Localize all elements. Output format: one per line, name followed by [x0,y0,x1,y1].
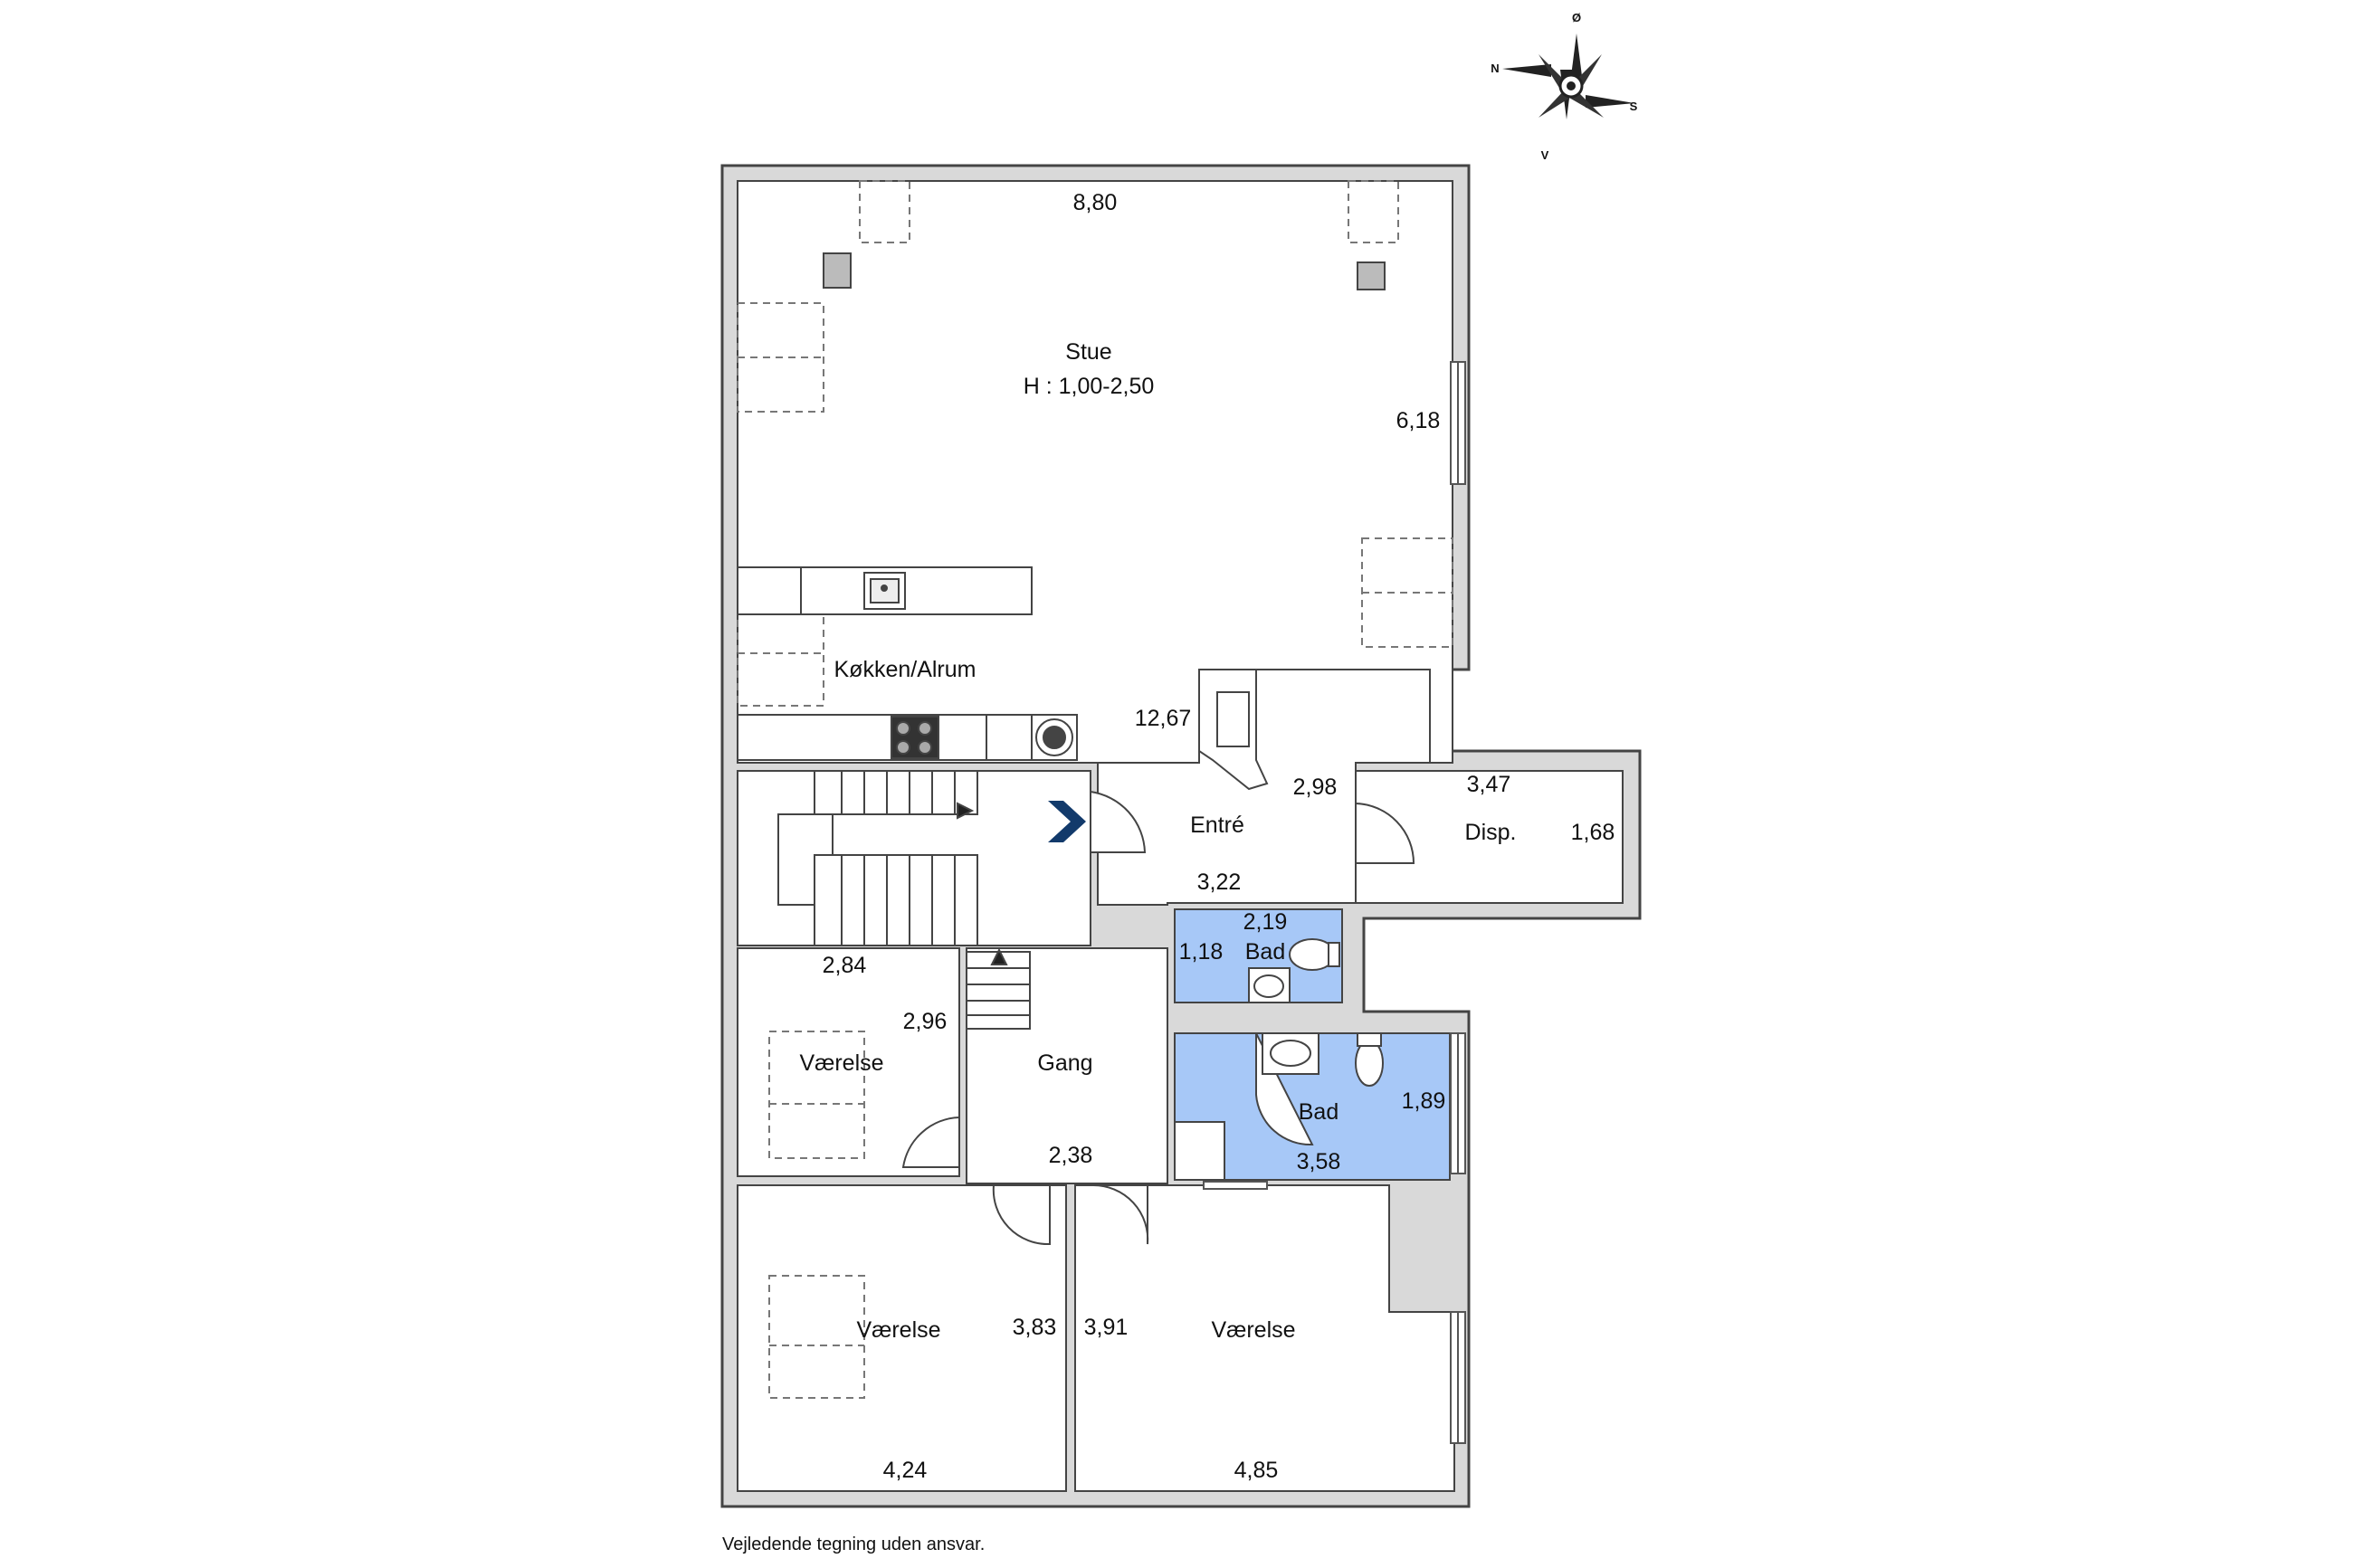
room-name-vaerelse-bottom-left: Værelse [856,1317,940,1343]
disclaimer: Vejledende tegning uden ansvar. [722,1535,985,1554]
room-name-stue: Stue [1065,339,1111,365]
dim-bad-large-depth: 1,89 [1402,1088,1446,1114]
chimney [823,252,852,289]
dim-gang-length: 2,38 [1049,1143,1093,1168]
compass-rose: Ø N S V [1491,11,1637,162]
dim-vaerelse-bl-width: 4,24 [883,1458,928,1483]
dim-disp-width: 3,47 [1467,772,1511,797]
dim-vaerelse-br-depth: 3,91 [1084,1315,1129,1340]
dim-entre-width: 2,98 [1293,774,1338,800]
dimension-labels: 8,80 6,18 12,67 2,98 3,22 3,47 1,68 2,19… [823,190,1615,1483]
dim-kitchen-length: 12,67 [1135,706,1192,731]
room-stue-kitchen [737,180,1453,764]
room-name-disp: Disp. [1465,820,1517,845]
toilet-icon [1355,1040,1384,1087]
bathroom-fixtures [1174,938,1384,1181]
doors [901,669,1415,1246]
compass-west-label: V [1541,148,1549,162]
room-height-stue: H : 1,00-2,50 [1024,374,1155,399]
dim-vaerelse-tl-width: 2,84 [823,953,867,978]
dim-bad-large-width: 3,58 [1297,1149,1341,1174]
room-name-kitchen: Køkken/Alrum [834,657,976,682]
compass-south-label: S [1630,100,1638,113]
room-vaerelse-bottom-left [737,1184,1067,1492]
dim-vaerelse-bl-depth: 3,83 [1013,1315,1057,1340]
dim-bad-small-depth: 1,18 [1179,939,1224,965]
dashed-outlines [737,180,1453,1399]
compass-east-label: Ø [1572,11,1581,24]
entrance-door-marker [1048,801,1086,842]
dim-disp-depth: 1,68 [1571,820,1615,845]
kitchen-counters [737,566,1078,761]
windows [1203,361,1466,1444]
compass-north-label: N [1491,62,1499,75]
walls [720,164,1642,1508]
room-name-gang: Gang [1037,1050,1092,1076]
shower-icon [1174,1121,1225,1181]
dim-vaerelse-tl-depth: 2,96 [903,1009,948,1034]
room-name-bad-small: Bad [1245,939,1285,965]
dim-entre-depth: 3,22 [1197,870,1242,895]
staircase [777,770,1086,1030]
room-name-bad-large: Bad [1299,1099,1338,1125]
dim-stue-width: 8,80 [1073,190,1118,215]
room-labels: Stue H : 1,00-2,50 Køkken/Alrum Entré Di… [799,339,1516,1343]
dim-stue-depth: 6,18 [1396,408,1441,433]
room-name-vaerelse-top-left: Værelse [799,1050,883,1076]
room-name-entre: Entré [1190,813,1244,838]
dim-vaerelse-br-width: 4,85 [1234,1458,1279,1483]
chimney [1357,261,1386,290]
room-name-vaerelse-bottom-right: Værelse [1211,1317,1295,1343]
dim-bad-small-width: 2,19 [1243,909,1288,935]
